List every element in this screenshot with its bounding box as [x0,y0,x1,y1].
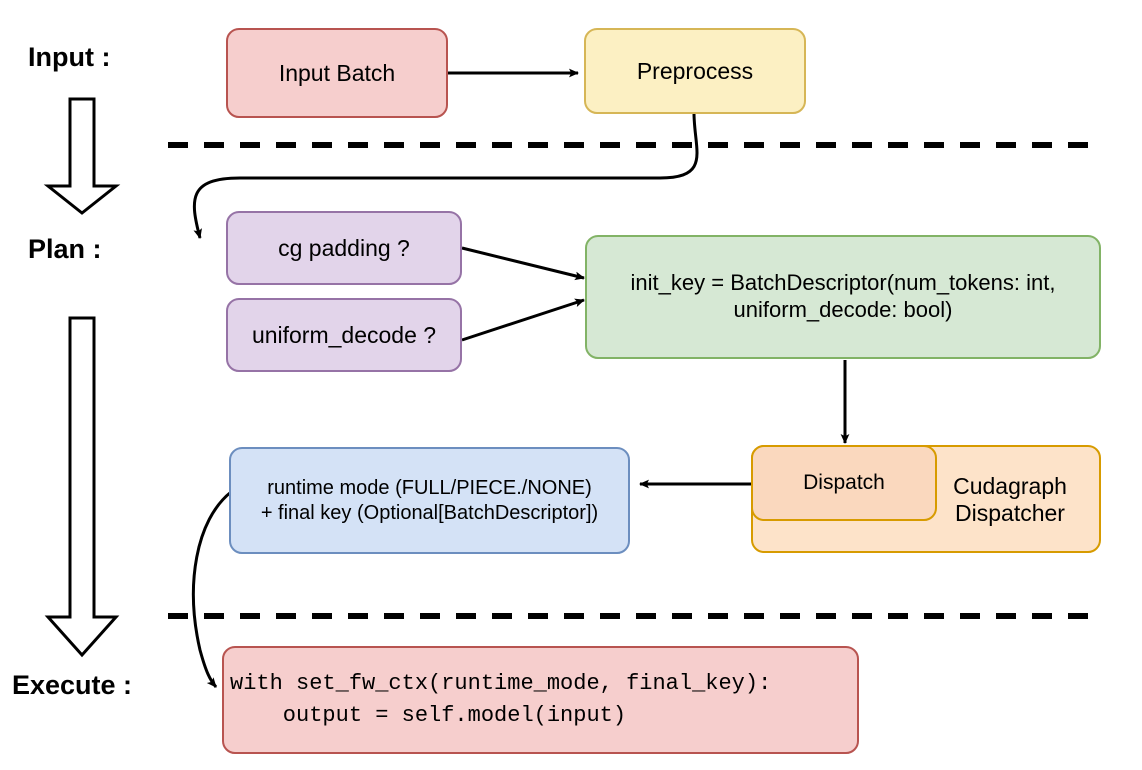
node-runtime-mode[interactable]: runtime mode (FULL/PIECE./NONE) + final … [229,447,630,554]
stage-label-execute: Execute : [12,670,133,700]
plan-to-execute-block-arrow [44,316,120,658]
node-code-block[interactable]: with set_fw_ctx(runtime_mode, final_key)… [222,646,859,754]
node-cudagraph-dispatcher-label: Cudagraph Dispatcher [953,472,1067,526]
node-init-key[interactable]: init_key = BatchDescriptor(num_tokens: i… [585,235,1101,359]
arrow-uniform-decode-to-init-key [461,298,585,342]
node-uniform-decode[interactable]: uniform_decode ? [226,298,462,372]
stage-label-input: Input : [28,42,111,72]
node-input-batch[interactable]: Input Batch [226,28,448,118]
stage-label-plan: Plan : [28,234,102,264]
node-preprocess[interactable]: Preprocess [584,28,806,114]
input-to-plan-block-arrow [43,97,121,215]
node-cg-padding[interactable]: cg padding ? [226,211,462,285]
node-dispatch[interactable]: Dispatch [751,445,937,521]
arrow-cg-padding-to-init-key [461,246,585,281]
